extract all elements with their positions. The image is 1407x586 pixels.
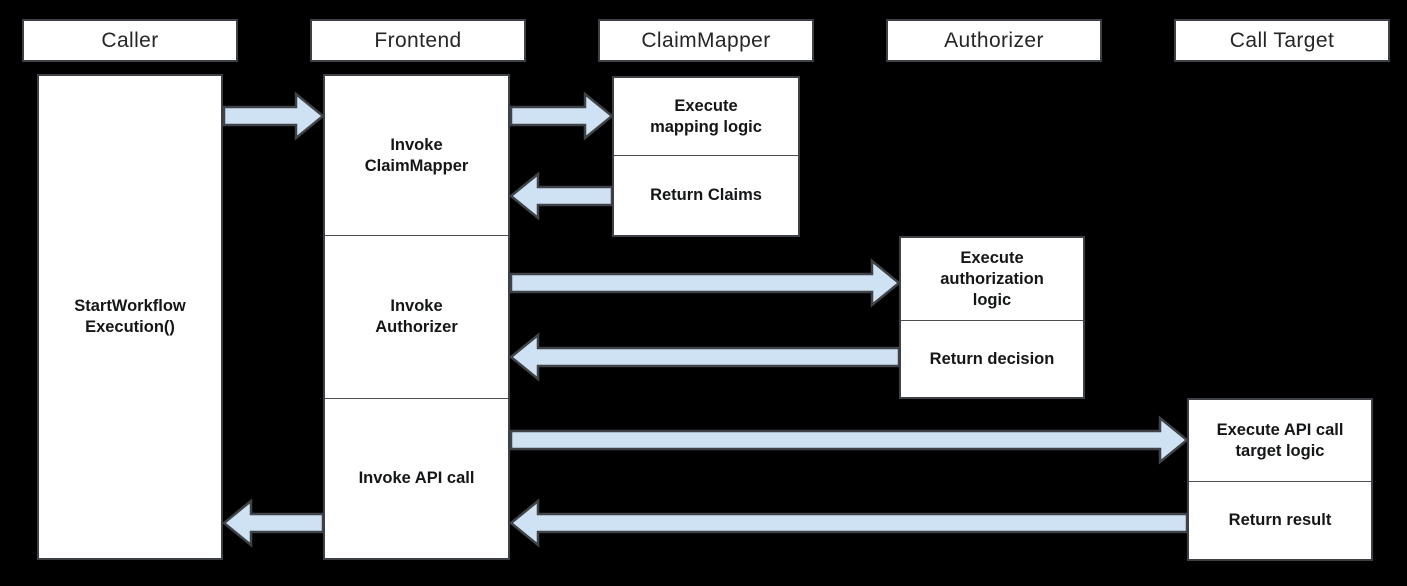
lifeline-frontend-label: Frontend <box>374 28 462 52</box>
step-startworkflowexecution: StartWorkflow Execution() <box>39 76 221 558</box>
activation-caller: StartWorkflow Execution() <box>37 74 223 560</box>
step-execute-api-call-target-logic: Execute API call target logic <box>1189 400 1371 481</box>
step-execute-mapping-logic: Execute mapping logic <box>614 78 798 155</box>
step-return-result-label: Return result <box>1228 511 1332 529</box>
lifeline-caller-label: Caller <box>101 28 159 52</box>
lifeline-authorizer-label: Authorizer <box>944 28 1044 52</box>
step-return-claims: Return Claims <box>614 155 798 235</box>
step-invoke-api-call: Invoke API call <box>325 398 508 558</box>
activation-authorizer: Execute authorization logic Return decis… <box>899 236 1085 399</box>
step-return-result: Return result <box>1189 481 1371 559</box>
activation-frontend: Invoke ClaimMapper Invoke Authorizer Inv… <box>323 74 510 560</box>
step-execute-authorization-logic: Execute authorization logic <box>901 238 1083 320</box>
lifeline-claimmapper: ClaimMapper <box>598 19 814 62</box>
arrow-left-icon <box>222 498 325 548</box>
step-startworkflowexecution-label: StartWorkflow Execution() <box>74 297 186 336</box>
step-execute-api-call-target-logic-label: Execute API call target logic <box>1216 420 1344 460</box>
lifeline-frontend: Frontend <box>310 19 526 62</box>
lifeline-authorizer: Authorizer <box>886 19 1102 62</box>
step-return-decision-label: Return decision <box>929 349 1055 368</box>
lifeline-claimmapper-label: ClaimMapper <box>641 28 771 52</box>
arrow-right-icon <box>509 258 901 308</box>
step-invoke-authorizer: Invoke Authorizer <box>325 235 508 398</box>
step-return-decision: Return decision <box>901 320 1083 397</box>
step-return-claims-label: Return Claims <box>650 186 762 204</box>
step-invoke-authorizer-label: Invoke Authorizer <box>375 297 458 336</box>
step-execute-authorization-logic-label: Execute authorization logic <box>940 248 1044 309</box>
lifeline-calltarget: Call Target <box>1174 19 1390 62</box>
activation-claimmapper: Execute mapping logic Return Claims <box>612 76 800 237</box>
activation-calltarget: Execute API call target logic Return res… <box>1187 398 1373 561</box>
arrow-right-icon <box>509 91 614 141</box>
step-invoke-claimmapper: Invoke ClaimMapper <box>325 76 508 235</box>
lifeline-calltarget-label: Call Target <box>1229 28 1335 52</box>
arrow-left-icon <box>509 332 901 382</box>
step-invoke-claimmapper-label: Invoke ClaimMapper <box>364 135 469 175</box>
arrow-right-icon <box>222 91 325 141</box>
arrow-left-icon <box>509 171 614 221</box>
lifeline-caller: Caller <box>22 19 238 62</box>
step-execute-mapping-logic-label: Execute mapping logic <box>650 96 762 136</box>
arrow-left-icon <box>509 498 1189 548</box>
step-invoke-api-call-label: Invoke API call <box>358 469 475 487</box>
arrow-right-icon <box>509 415 1189 465</box>
